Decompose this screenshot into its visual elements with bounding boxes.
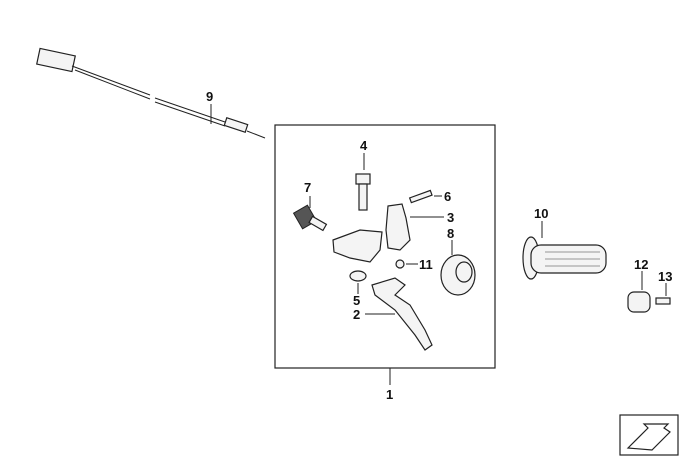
switch-part: [440, 254, 476, 296]
screw-part: [355, 173, 371, 211]
callout-4: 4: [360, 138, 368, 153]
bush-part: [349, 270, 367, 282]
nut-part: [395, 259, 405, 269]
grip-part: [522, 236, 607, 280]
callout-1: 1: [386, 387, 394, 402]
callout-7: 7: [304, 180, 312, 195]
clamp-part: [385, 203, 411, 251]
bar-end-screw-part: [655, 297, 671, 305]
callout-12: 12: [634, 257, 649, 272]
lever-part: [371, 277, 433, 351]
callout-13: 13: [658, 269, 673, 284]
callout-9: 9: [206, 89, 214, 104]
callout-11: 11: [419, 257, 433, 272]
callout-2: 2: [353, 307, 361, 322]
assembly-box: [274, 124, 496, 369]
sensor-cable-part: [36, 47, 266, 139]
callout-10: 10: [534, 206, 549, 221]
bracket-part: [332, 229, 383, 263]
clamp-screw-part: [408, 189, 433, 204]
callout-6: 6: [444, 189, 452, 204]
arrow-corner-icon[interactable]: [619, 414, 679, 456]
bar-end-weight-part: [627, 291, 651, 313]
callout-3: 3: [447, 210, 455, 225]
callout-8: 8: [447, 226, 455, 241]
adjuster-part: [292, 204, 328, 232]
callout-5: 5: [353, 293, 361, 308]
